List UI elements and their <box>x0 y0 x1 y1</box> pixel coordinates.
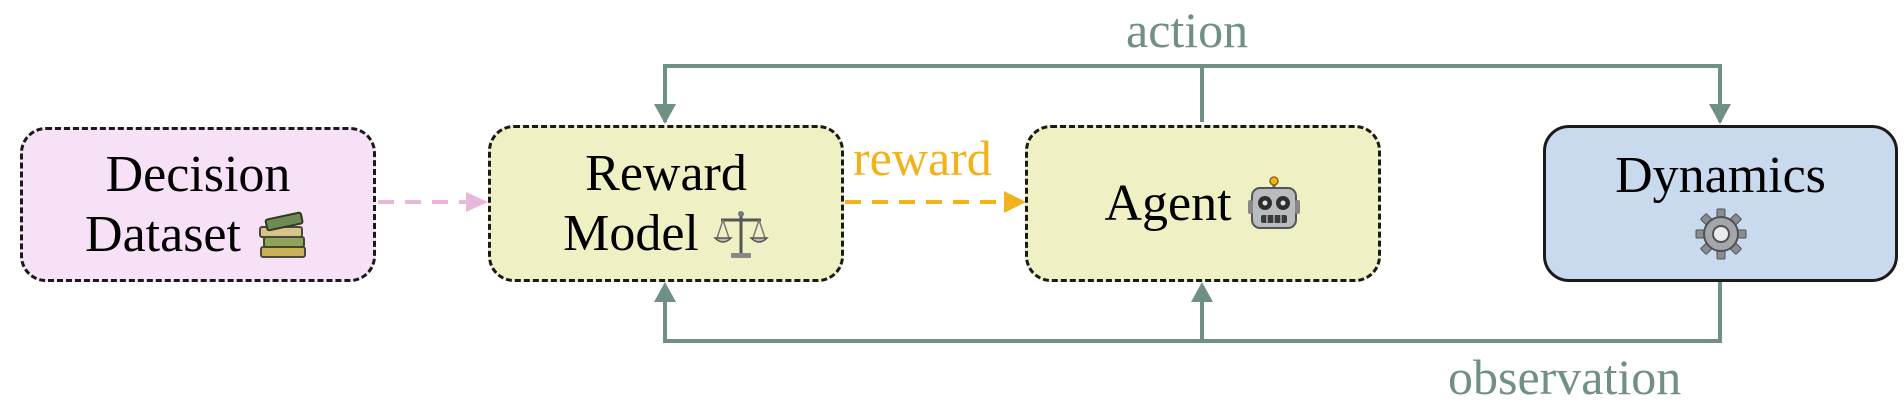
action-arrowhead-left <box>654 104 676 124</box>
dynamics-node: Dynamics <box>1543 125 1898 282</box>
dynamics-label: Dynamics <box>1615 146 1826 204</box>
robot-icon <box>1247 175 1300 229</box>
reward-arrowhead <box>1004 191 1026 213</box>
decision-dataset-line1: Decision <box>105 145 291 203</box>
reward-model-line2: Model <box>563 204 699 262</box>
observation-arrowhead-right <box>1191 282 1213 302</box>
decision-dataset-node: Decision Dataset <box>20 127 376 282</box>
gear-icon <box>1695 208 1746 259</box>
action-label: action <box>1126 2 1249 58</box>
observation-edge <box>663 282 1722 343</box>
books-icon <box>258 211 306 258</box>
reward-model-line1: Reward <box>585 144 747 202</box>
reward-model-node: Reward Model <box>488 125 844 282</box>
action-arrowhead-right <box>1709 104 1731 124</box>
dataset-arrowhead <box>466 192 488 212</box>
balance-scale-icon <box>713 210 769 258</box>
observation-label: observation <box>1448 349 1682 405</box>
action-edge <box>663 64 1722 122</box>
observation-arrowhead-left <box>654 282 676 302</box>
decision-dataset-line2: Dataset <box>85 205 241 263</box>
agent-label: Agent <box>1104 174 1232 232</box>
reward-label: reward <box>853 130 992 186</box>
agent-node: Agent <box>1025 125 1381 282</box>
